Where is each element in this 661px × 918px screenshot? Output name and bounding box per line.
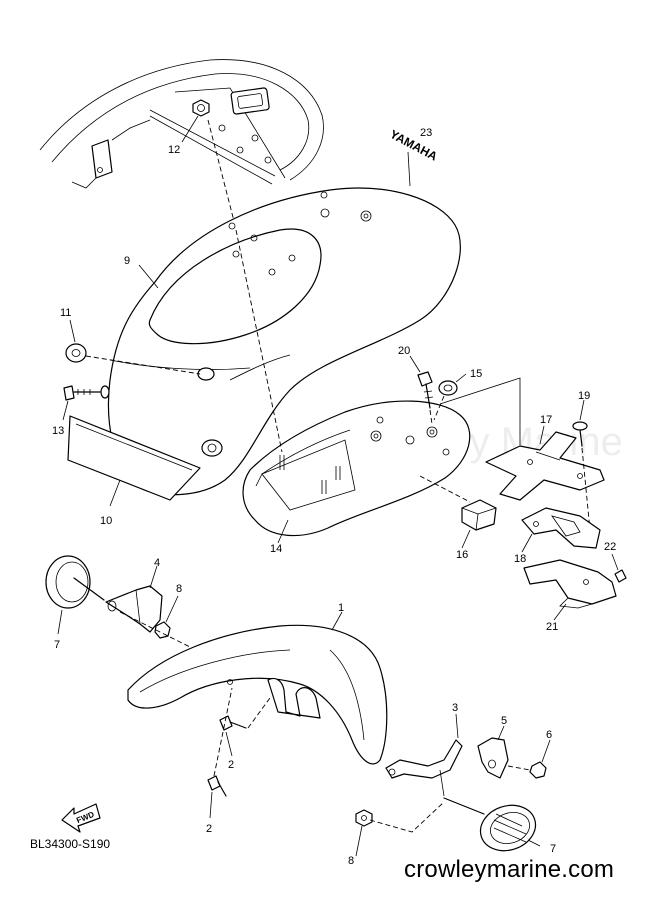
seat-frame-outline bbox=[39, 59, 324, 189]
fwd-arrow-icon: FWD bbox=[61, 803, 101, 833]
part-3-stay bbox=[385, 739, 463, 797]
part-10-reflector-strip bbox=[67, 415, 201, 501]
part-1-front-fender bbox=[127, 624, 388, 765]
callout-12: 12 bbox=[168, 144, 180, 156]
callout-8-left: 8 bbox=[176, 583, 182, 595]
part-6-bolt bbox=[529, 761, 547, 779]
callout-16: 16 bbox=[456, 549, 468, 561]
callout-20: 20 bbox=[398, 345, 410, 357]
callout-22: 22 bbox=[604, 541, 616, 553]
callout-10: 10 bbox=[100, 515, 112, 527]
part-11-grommet bbox=[65, 343, 87, 363]
callout-4: 4 bbox=[154, 557, 160, 569]
part-21-holder bbox=[523, 559, 617, 609]
callout-17: 17 bbox=[540, 414, 552, 426]
callout-labels: 1 2 2 3 4 5 6 7 7 8 8 9 10 11 12 13 14 1… bbox=[52, 127, 616, 867]
callout-15: 15 bbox=[470, 368, 482, 380]
part-16-block bbox=[461, 499, 497, 531]
part-7-reflector-left bbox=[45, 555, 105, 609]
part-12-nut bbox=[192, 99, 210, 117]
part-20-bolt bbox=[417, 371, 434, 409]
callout-2-lower: 2 bbox=[206, 823, 212, 835]
part-22-screw bbox=[614, 569, 627, 583]
part-7-reflector-right bbox=[443, 797, 537, 852]
part-5-bracket bbox=[477, 737, 509, 779]
part-14-fender-tail bbox=[242, 400, 471, 537]
callout-5: 5 bbox=[501, 715, 507, 727]
callout-21: 21 bbox=[546, 621, 558, 633]
part-15-grommet bbox=[438, 380, 458, 396]
callout-18: 18 bbox=[514, 553, 526, 565]
callout-3: 3 bbox=[452, 702, 458, 714]
callout-9: 9 bbox=[124, 255, 130, 267]
callout-23: 23 bbox=[420, 127, 432, 139]
callout-7-left: 7 bbox=[54, 639, 60, 651]
part-8-nut-left bbox=[154, 621, 171, 639]
part-13-bolt bbox=[63, 385, 101, 401]
callout-8-bottom: 8 bbox=[348, 855, 354, 867]
callout-1: 1 bbox=[338, 602, 344, 614]
diagram-code: BL34300-S190 bbox=[30, 837, 111, 851]
part-4-bracket bbox=[105, 585, 163, 633]
callout-7-right: 7 bbox=[550, 843, 556, 855]
callout-6: 6 bbox=[546, 729, 552, 741]
callout-19: 19 bbox=[578, 390, 590, 402]
part-2-bolt-upper bbox=[219, 715, 247, 731]
callout-2-upper: 2 bbox=[228, 759, 234, 771]
site-url: crowleymarine.com bbox=[404, 856, 615, 883]
part-2-bolt-lower bbox=[207, 775, 227, 797]
part-8-nut-bottom bbox=[355, 809, 373, 827]
part-9-rear-fender bbox=[107, 187, 461, 496]
callout-11: 11 bbox=[60, 307, 71, 319]
part-19-screw bbox=[572, 421, 588, 447]
part-17-bracket bbox=[485, 431, 605, 501]
part-18-plate bbox=[521, 507, 601, 549]
callout-14: 14 bbox=[270, 543, 282, 555]
callout-13: 13 bbox=[52, 425, 64, 437]
